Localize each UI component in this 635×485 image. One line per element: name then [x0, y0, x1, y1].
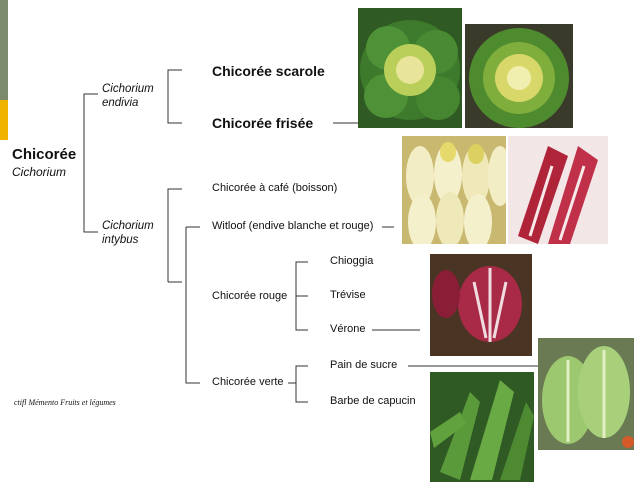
species-intybus-line1: Cichorium [102, 219, 154, 233]
rouge-verone: Vérone [330, 323, 365, 335]
variety-scarole: Chicorée scarole [212, 63, 325, 79]
variety-rouge: Chicorée rouge [212, 290, 287, 302]
source-credit: ctifl Mémento Fruits et légumes [14, 398, 116, 407]
species-endivia-line1: Cichorium [102, 82, 154, 96]
dandelion-photo [430, 372, 534, 482]
variety-witloof: Witloof (endive blanche et rouge) [212, 220, 373, 232]
scarole-photo [358, 8, 462, 128]
root-latin: Cichorium [12, 165, 66, 179]
rouge-trevise: Trévise [330, 289, 366, 301]
species-endivia-line2: endivia [102, 96, 154, 110]
red-endive-photo [508, 136, 608, 244]
endive-photo [402, 136, 506, 244]
root-name: Chicorée [12, 146, 76, 163]
frisee-photo [465, 24, 573, 128]
species-endivia: Cichorium endivia [102, 82, 154, 110]
sugarloaf-photo [538, 338, 634, 450]
variety-verte: Chicorée verte [212, 376, 284, 388]
variety-cafe: Chicorée à café (boisson) [212, 182, 337, 194]
radicchio-photo [430, 254, 532, 356]
verte-pain-de-sucre: Pain de sucre [330, 359, 397, 371]
rouge-chioggia: Chioggia [330, 255, 373, 267]
verte-barbe-de-capucin: Barbe de capucin [330, 395, 416, 407]
species-intybus: Cichorium intybus [102, 219, 154, 247]
variety-frisee: Chicorée frisée [212, 115, 313, 131]
species-intybus-line2: intybus [102, 233, 154, 247]
